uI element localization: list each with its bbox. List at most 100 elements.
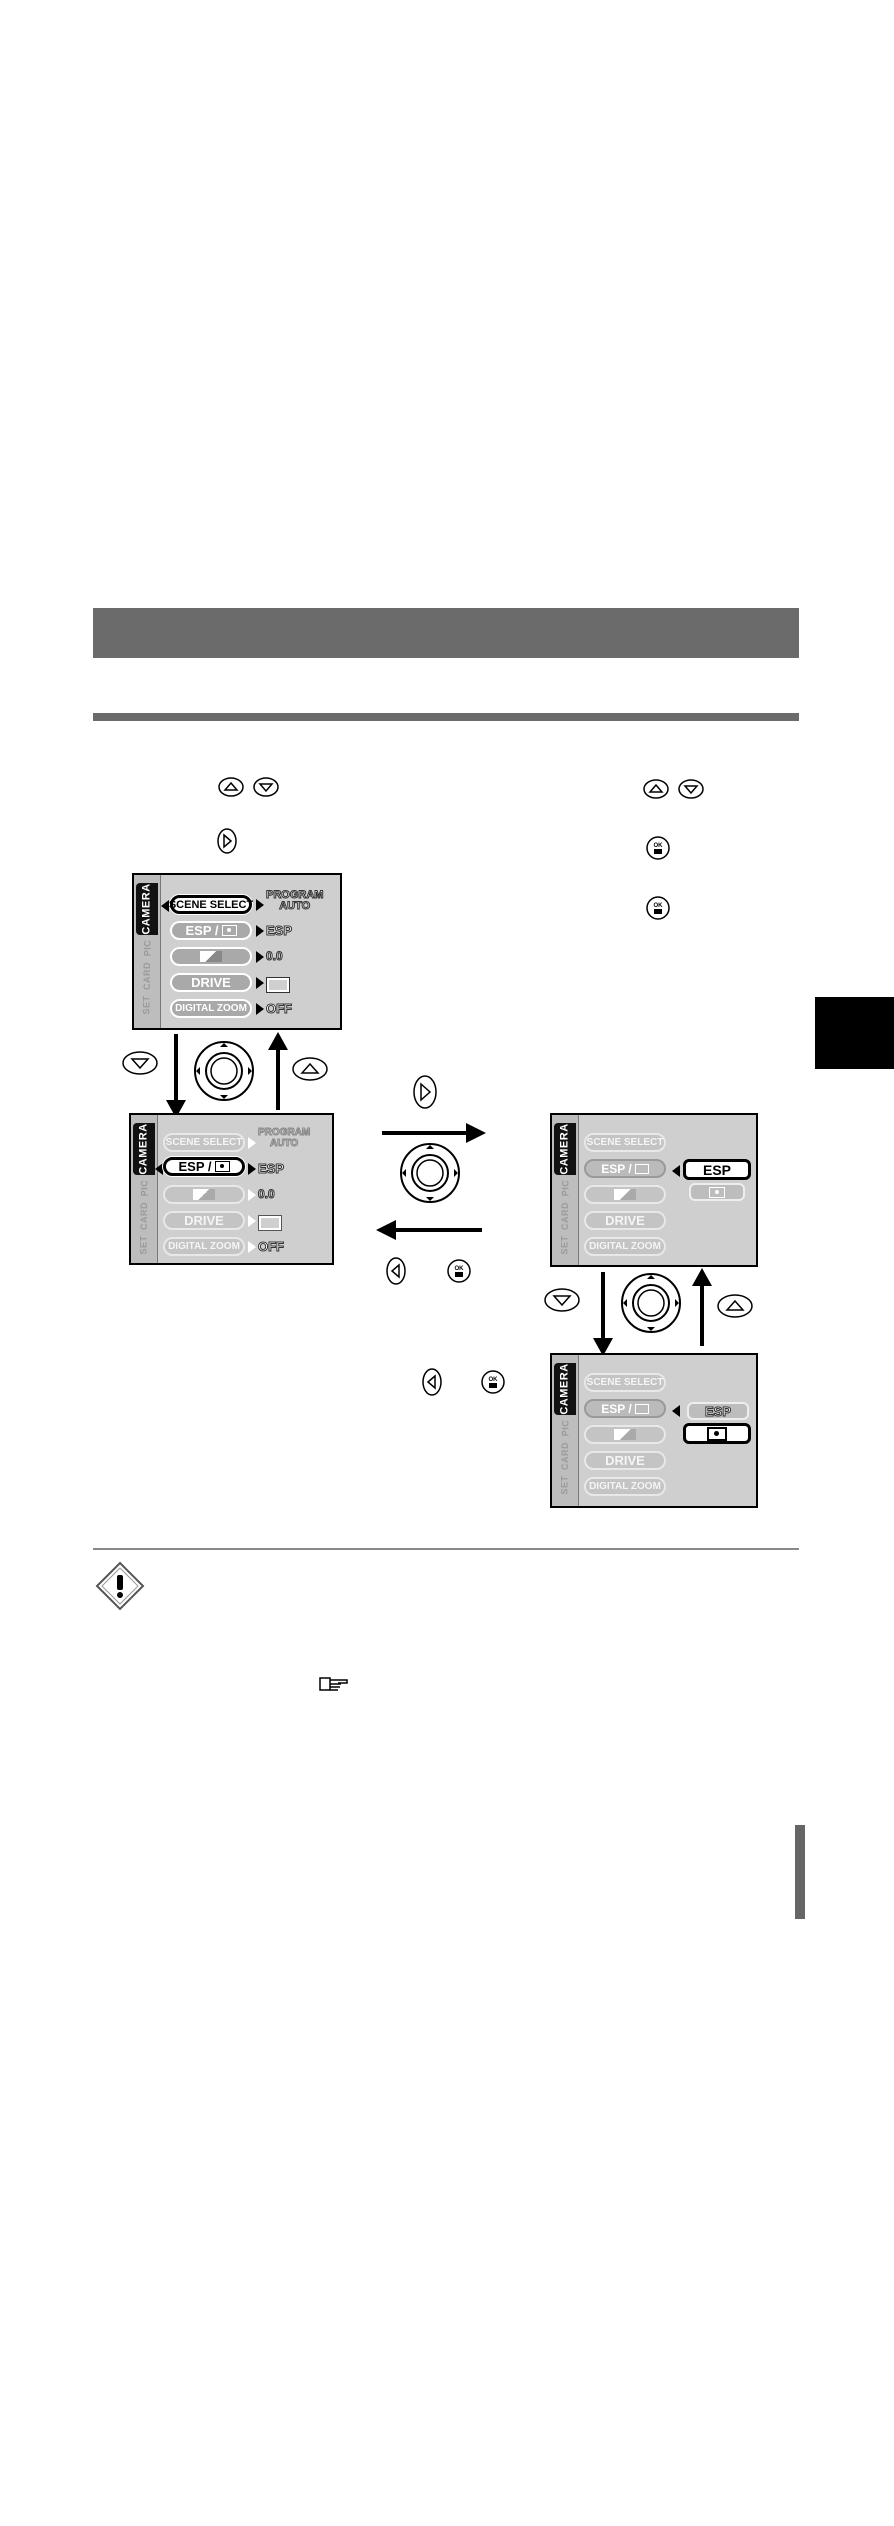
menu-item-drive[interactable]: DRIVE [170, 973, 252, 992]
down-arrowhead-icon [593, 1338, 613, 1356]
submenu-arrow-icon [256, 1003, 264, 1015]
tab-pic: PIC [138, 1179, 149, 1197]
right-button-icon [216, 828, 238, 854]
down-button-icon [544, 1287, 580, 1313]
tab-camera: CAMERA [554, 1363, 576, 1415]
up-button-icon [643, 778, 669, 800]
menu-item-exposure-comp[interactable] [584, 1185, 666, 1204]
left-arrowhead-icon [376, 1220, 396, 1240]
menu-item-drive[interactable]: DRIVE [163, 1211, 245, 1230]
option-esp[interactable]: ESP [683, 1159, 751, 1180]
spot-metering-icon [634, 1163, 649, 1174]
menu-item-drive[interactable]: DRIVE [584, 1211, 666, 1230]
menu-tabs: CAMERA PIC CARD SET [134, 875, 161, 1028]
menu-item-esp-metering[interactable]: ESP / [584, 1399, 666, 1418]
tab-pic: PIC [559, 1419, 570, 1437]
camera-menu-screen-4: CAMERA PIC CARD SET SCENE SELECT ESP / D… [550, 1353, 758, 1508]
spot-metering-icon [214, 1161, 230, 1172]
menu-item-scene-select[interactable]: SCENE SELECT [584, 1133, 666, 1152]
svg-text:OK: OK [489, 1377, 499, 1383]
menu-item-digital-zoom[interactable]: DIGITAL ZOOM [584, 1237, 666, 1256]
subsection-rule [93, 713, 799, 721]
menu-item-scene-select[interactable]: SCENE SELECT [169, 895, 253, 914]
menu-item-digital-zoom[interactable]: DIGITAL ZOOM [170, 999, 252, 1018]
single-shot-icon [266, 977, 290, 993]
arrow-pad-icon [399, 1142, 461, 1204]
left-button-icon [421, 1367, 443, 1397]
menu-item-scene-select[interactable]: SCENE SELECT [584, 1373, 666, 1392]
ok-button-icon: OK [645, 895, 671, 921]
exposure-comp-icon [614, 1189, 636, 1200]
spot-metering-icon [709, 1186, 725, 1198]
tab-pic: PIC [141, 939, 152, 957]
submenu-pointer-icon [672, 1405, 680, 1417]
up-button-icon [218, 776, 244, 798]
spot-metering-icon [707, 1426, 727, 1441]
page-edge-marker [795, 1825, 805, 1919]
camera-menu-screen-2: CAMERA PIC CARD SET SCENE SELECT PROGRAM… [129, 1113, 334, 1265]
exposure-value: 0.0 [258, 1187, 276, 1202]
tab-card: CARD [139, 1202, 149, 1230]
exposure-value: 0.0 [266, 949, 284, 964]
submenu-arrow-icon [248, 1163, 256, 1175]
section-header-bar [93, 608, 799, 658]
up-button-icon [292, 1056, 328, 1082]
pointing-hand-icon [318, 1674, 350, 1694]
tab-set: SET [141, 995, 152, 1015]
menu-item-digital-zoom[interactable]: DIGITAL ZOOM [163, 1237, 245, 1256]
left-button-icon [385, 1256, 407, 1286]
arrow-pad-icon [193, 1040, 255, 1102]
metering-value: ESP [257, 1161, 285, 1177]
menu-item-digital-zoom[interactable]: DIGITAL ZOOM [584, 1477, 666, 1496]
down-button-icon [122, 1050, 158, 1076]
menu-item-scene-select[interactable]: SCENE SELECT [163, 1133, 245, 1152]
menu-item-drive[interactable]: DRIVE [584, 1451, 666, 1470]
tab-pic: PIC [559, 1179, 570, 1197]
tab-card: CARD [560, 1442, 570, 1470]
menu-item-exposure-comp[interactable] [163, 1185, 245, 1204]
ok-button-icon: OK [479, 1368, 507, 1396]
tab-camera: CAMERA [554, 1123, 576, 1175]
spot-metering-icon [221, 925, 237, 936]
caution-icon [94, 1560, 146, 1612]
spot-metering-icon [634, 1403, 649, 1414]
metering-value: ESP [265, 923, 293, 939]
up-arrowhead-icon [692, 1268, 712, 1286]
tab-camera: CAMERA [133, 1123, 155, 1175]
menu-tabs: CAMERA PIC CARD SET [552, 1115, 579, 1265]
tab-set: SET [559, 1475, 570, 1495]
down-arrow [174, 1034, 178, 1104]
option-esp[interactable]: ESP [687, 1402, 749, 1420]
menu-item-esp-metering[interactable]: ESP / [163, 1157, 245, 1176]
up-arrow [276, 1048, 280, 1110]
svg-text:OK: OK [455, 1266, 465, 1272]
chapter-side-tab [815, 997, 894, 1069]
submenu-arrow-icon [248, 1189, 256, 1201]
zoom-value: OFF [266, 1001, 293, 1017]
selection-pointer-icon [155, 1163, 163, 1175]
ok-button-icon: OK [645, 835, 671, 861]
right-arrow [382, 1131, 468, 1135]
camera-menu-screen-3: CAMERA PIC CARD SET SCENE SELECT ESP / D… [550, 1113, 758, 1267]
ok-button-icon: OK [445, 1257, 473, 1285]
up-button-icon [717, 1293, 753, 1319]
menu-item-exposure-comp[interactable] [584, 1425, 666, 1444]
down-button-icon [253, 776, 279, 798]
menu-item-exposure-comp[interactable] [170, 947, 252, 966]
submenu-arrow-icon [248, 1241, 256, 1253]
down-arrow [601, 1272, 605, 1342]
menu-item-esp-metering[interactable]: ESP / [170, 921, 252, 940]
exposure-comp-icon [193, 1189, 215, 1200]
down-button-icon [678, 778, 704, 800]
menu-item-esp-metering[interactable]: ESP / [584, 1159, 666, 1178]
submenu-arrow-icon [248, 1137, 256, 1149]
submenu-arrow-icon [256, 899, 264, 911]
tab-camera: CAMERA [136, 883, 158, 935]
exposure-comp-icon [200, 951, 222, 962]
arrow-pad-icon [620, 1272, 682, 1334]
option-spot[interactable] [689, 1183, 745, 1201]
note-divider [93, 1548, 799, 1550]
option-spot[interactable] [683, 1423, 751, 1444]
